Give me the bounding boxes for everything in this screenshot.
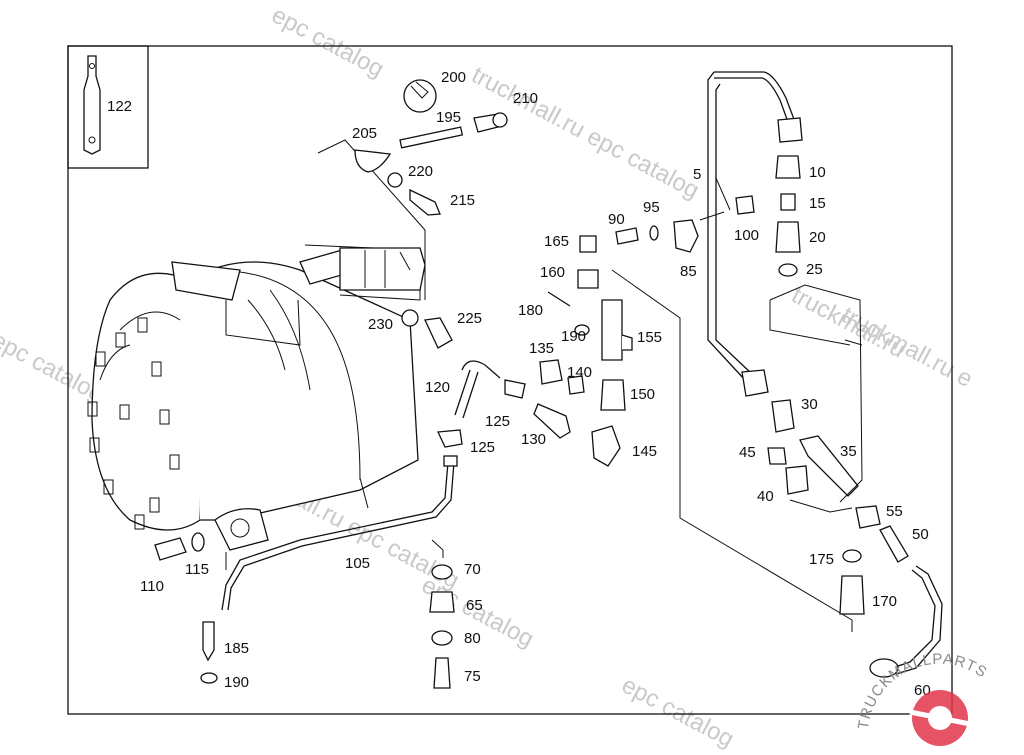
face-bolts <box>87 317 180 530</box>
label-190-lower: 190 <box>224 674 249 691</box>
label-180: 180 <box>518 302 543 319</box>
label-65: 65 <box>466 597 483 614</box>
upper-bracket <box>317 79 508 300</box>
label-225: 225 <box>457 310 482 327</box>
label-110: 110 <box>140 578 164 595</box>
part-labels: 122 200 210 195 205 220 215 225 230 120 … <box>107 69 931 699</box>
label-25: 25 <box>806 261 823 278</box>
label-55: 55 <box>886 503 903 520</box>
fitting-column <box>429 539 455 689</box>
label-120: 120 <box>425 379 450 396</box>
inset-box <box>67 45 149 169</box>
label-175: 175 <box>809 551 834 568</box>
part-122-clip <box>83 55 101 155</box>
part-185-sensor <box>202 621 215 662</box>
watermark-text: truckmall.ru e <box>837 301 977 392</box>
part-115-washer <box>191 532 205 552</box>
label-155: 155 <box>637 329 662 346</box>
part-190-washer <box>200 672 218 684</box>
label-185: 185 <box>224 640 249 657</box>
label-230: 230 <box>368 316 393 333</box>
label-30: 30 <box>801 396 818 413</box>
gear-icon <box>909 690 971 746</box>
label-20: 20 <box>809 229 826 246</box>
label-210: 210 <box>513 90 538 107</box>
label-165: 165 <box>544 233 569 250</box>
label-100: 100 <box>734 227 759 244</box>
label-125-lower: 125 <box>470 439 495 456</box>
label-115: 115 <box>185 561 209 578</box>
part-225-fitting <box>401 309 453 349</box>
label-135: 135 <box>529 340 554 357</box>
right-fittings <box>741 155 859 497</box>
label-40: 40 <box>757 488 774 505</box>
watermark-text: truckmall.ru epc catalog <box>467 61 703 204</box>
label-190-upper: 190 <box>561 328 586 345</box>
watermark-text: epc catalog <box>617 671 738 750</box>
label-205: 205 <box>352 125 377 142</box>
label-5: 5 <box>693 166 701 183</box>
label-15: 15 <box>809 195 826 212</box>
label-215: 215 <box>450 192 475 209</box>
leader-lines <box>225 177 731 570</box>
lower-right-parts <box>839 505 943 678</box>
label-50: 50 <box>912 526 929 543</box>
diagram-frame <box>67 45 953 715</box>
label-220: 220 <box>408 163 433 180</box>
label-35: 35 <box>840 443 857 460</box>
outline-box <box>611 269 853 632</box>
label-145: 145 <box>632 443 657 460</box>
watermark-text: epc catalog <box>267 1 388 82</box>
label-70: 70 <box>464 561 481 578</box>
middle-fittings <box>533 195 755 467</box>
label-75: 75 <box>464 668 481 685</box>
part-110-bolt <box>154 537 187 561</box>
part-105-pipe <box>221 461 449 611</box>
label-80: 80 <box>464 630 481 647</box>
label-45: 45 <box>739 444 756 461</box>
label-160: 160 <box>540 264 565 281</box>
label-140: 140 <box>567 364 592 381</box>
label-105: 105 <box>345 555 370 572</box>
label-150: 150 <box>630 386 655 403</box>
part-120-hose <box>461 360 501 379</box>
label-130: 130 <box>521 431 546 448</box>
label-195: 195 <box>436 109 461 126</box>
label-200: 200 <box>441 69 466 86</box>
label-90: 90 <box>608 211 625 228</box>
label-85: 85 <box>680 263 697 280</box>
label-170: 170 <box>872 593 897 610</box>
label-125-upper: 125 <box>485 413 510 430</box>
compressor-drawing <box>87 244 426 551</box>
mounting-plate <box>769 284 863 503</box>
label-122: 122 <box>107 98 132 115</box>
label-95: 95 <box>643 199 660 216</box>
part-125-clip <box>437 429 463 448</box>
label-10: 10 <box>809 164 826 181</box>
